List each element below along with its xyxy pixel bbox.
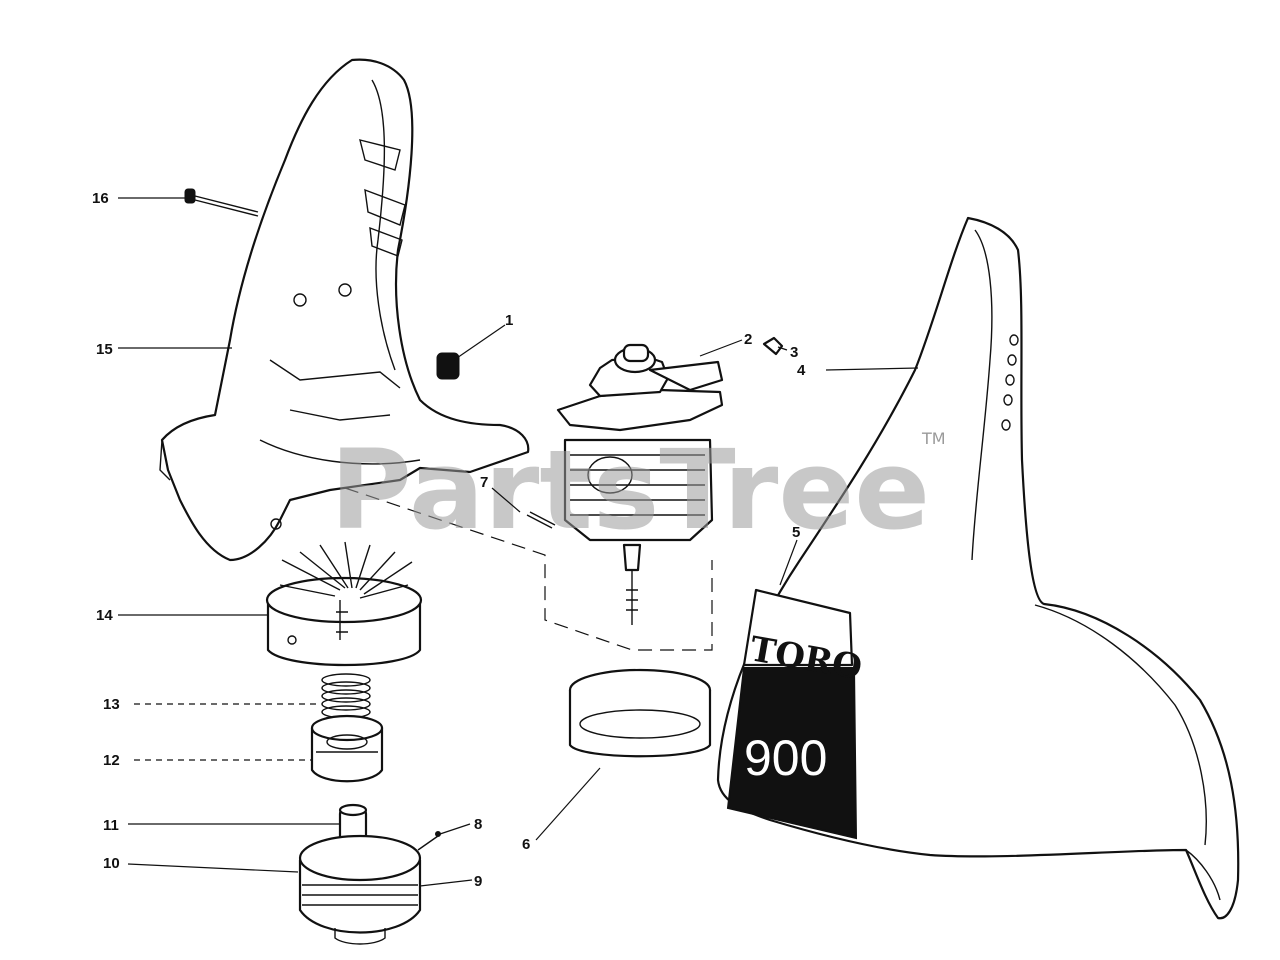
- callout-15[interactable]: 15: [96, 341, 113, 358]
- callout-11[interactable]: 11: [103, 817, 119, 834]
- callout-4[interactable]: 4: [797, 362, 806, 379]
- callout-3[interactable]: 3: [790, 344, 798, 361]
- callout-5[interactable]: 5: [792, 524, 800, 541]
- leader-lines: [118, 197, 919, 887]
- screw[interactable]: [184, 188, 259, 217]
- decal-model-text: 900: [744, 730, 827, 786]
- callout-16[interactable]: 16: [92, 190, 109, 207]
- alignment-lines: [344, 487, 713, 651]
- callout-9[interactable]: 9: [474, 873, 482, 890]
- pin[interactable]: [762, 336, 784, 356]
- spool-assembly[interactable]: [298, 803, 441, 945]
- spring[interactable]: [321, 673, 371, 719]
- cup[interactable]: [568, 668, 712, 758]
- callout-12[interactable]: 12: [103, 752, 120, 769]
- callout-7[interactable]: 7: [480, 474, 488, 491]
- callout-2[interactable]: 2: [744, 331, 752, 348]
- callout-14[interactable]: 14: [96, 607, 113, 624]
- callout-labels: 1 2 3 4 5 6 7 8 9 10 11 12 13 14 15 16: [92, 190, 806, 890]
- small-pin[interactable]: [526, 511, 556, 529]
- housing-left-half[interactable]: [159, 58, 530, 562]
- decal[interactable]: TORO 900: [726, 588, 865, 840]
- fan[interactable]: [265, 541, 423, 667]
- watermark-text: PartsTree: [330, 426, 930, 554]
- callout-6[interactable]: 6: [522, 836, 530, 853]
- callout-8[interactable]: 8: [474, 816, 482, 833]
- watermark-tm: TM: [921, 429, 946, 448]
- callout-1[interactable]: 1: [505, 312, 513, 329]
- watermark: PartsTree TM: [330, 426, 946, 554]
- callout-13[interactable]: 13: [103, 696, 120, 713]
- callout-10[interactable]: 10: [103, 855, 120, 872]
- cap[interactable]: [436, 352, 460, 380]
- motor[interactable]: [556, 343, 724, 625]
- spool-housing[interactable]: [310, 714, 384, 783]
